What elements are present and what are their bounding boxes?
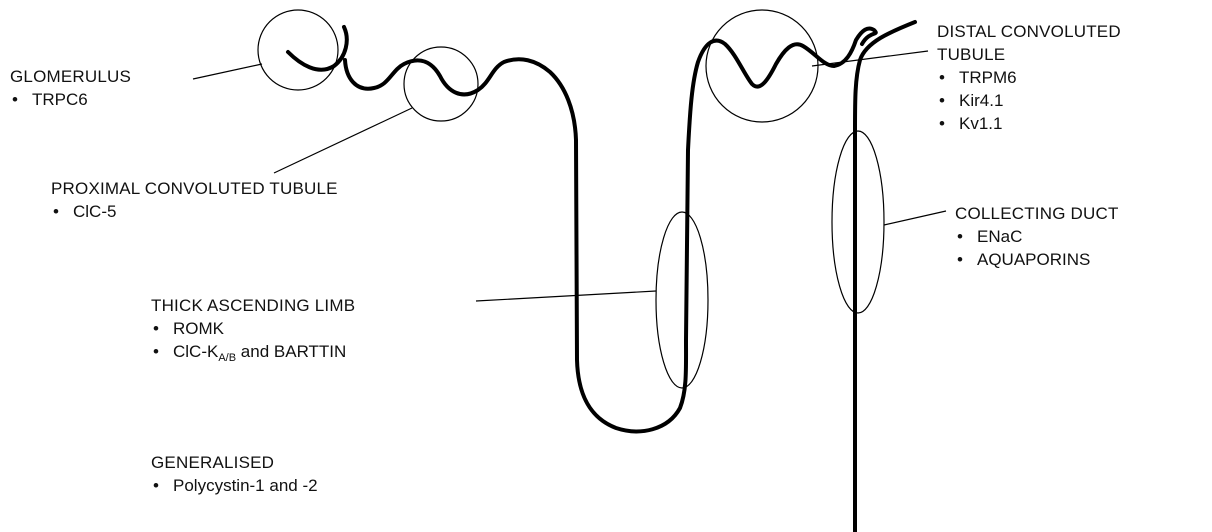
- generalised-heading: GENERALISED: [151, 451, 318, 474]
- collecting-label: COLLECTING DUCT ENaC AQUAPORINS: [955, 202, 1119, 271]
- proximal-list: ClC-5: [51, 200, 338, 223]
- distal-item: Kv1.1: [937, 112, 1121, 135]
- generalised-label: GENERALISED Polycystin-1 and -2: [151, 451, 318, 497]
- collecting-duct-ellipse: [832, 131, 884, 313]
- distal-label: DISTAL CONVOLUTED TUBULE TRPM6 Kir4.1 Kv…: [937, 20, 1121, 135]
- glomerulus-circle: [258, 10, 338, 90]
- generalised-item: Polycystin-1 and -2: [151, 474, 318, 497]
- distal-item: Kir4.1: [937, 89, 1121, 112]
- distal-list: TRPM6 Kir4.1 Kv1.1: [937, 66, 1121, 135]
- distal-leader: [812, 51, 928, 66]
- collecting-duct-line: [855, 22, 915, 532]
- collecting-list: ENaC AQUAPORINS: [955, 225, 1119, 271]
- thick-limb-item-clck: ClC-KA/B and BARTTIN: [151, 340, 355, 370]
- collecting-leader: [884, 211, 946, 225]
- generalised-list: Polycystin-1 and -2: [151, 474, 318, 497]
- glomerulus-label: GLOMERULUS TRPC6: [10, 65, 131, 111]
- collecting-heading: COLLECTING DUCT: [955, 202, 1119, 225]
- thick-limb-item: ROMK: [151, 317, 355, 340]
- thick-limb-ellipse: [656, 212, 708, 388]
- distal-tubule-circle: [706, 10, 818, 122]
- thick-limb-label: THICK ASCENDING LIMB ROMK ClC-KA/B and B…: [151, 294, 355, 370]
- distal-item: TRPM6: [937, 66, 1121, 89]
- thick-limb-leader: [476, 291, 656, 301]
- distal-heading-line1: DISTAL CONVOLUTED: [937, 20, 1121, 43]
- proximal-item: ClC-5: [51, 200, 338, 223]
- thick-limb-list: ROMK ClC-KA/B and BARTTIN: [151, 317, 355, 370]
- glomerulus-list: TRPC6: [10, 88, 131, 111]
- nephron-tubule: [288, 27, 876, 431]
- proximal-leader: [274, 108, 412, 173]
- thick-limb-heading: THICK ASCENDING LIMB: [151, 294, 355, 317]
- proximal-tubule-circle: [404, 47, 478, 121]
- proximal-label: PROXIMAL CONVOLUTED TUBULE ClC-5: [51, 177, 338, 223]
- clck-subscript: A/B: [218, 352, 236, 364]
- glomerulus-heading: GLOMERULUS: [10, 65, 131, 88]
- glomerulus-item: TRPC6: [10, 88, 131, 111]
- distal-heading-line2: TUBULE: [937, 43, 1121, 66]
- collecting-item: AQUAPORINS: [955, 248, 1119, 271]
- proximal-heading: PROXIMAL CONVOLUTED TUBULE: [51, 177, 338, 200]
- clck-base: ClC-K: [173, 342, 218, 361]
- collecting-item: ENaC: [955, 225, 1119, 248]
- glomerulus-leader: [193, 64, 262, 79]
- clck-suffix: and BARTTIN: [236, 342, 346, 361]
